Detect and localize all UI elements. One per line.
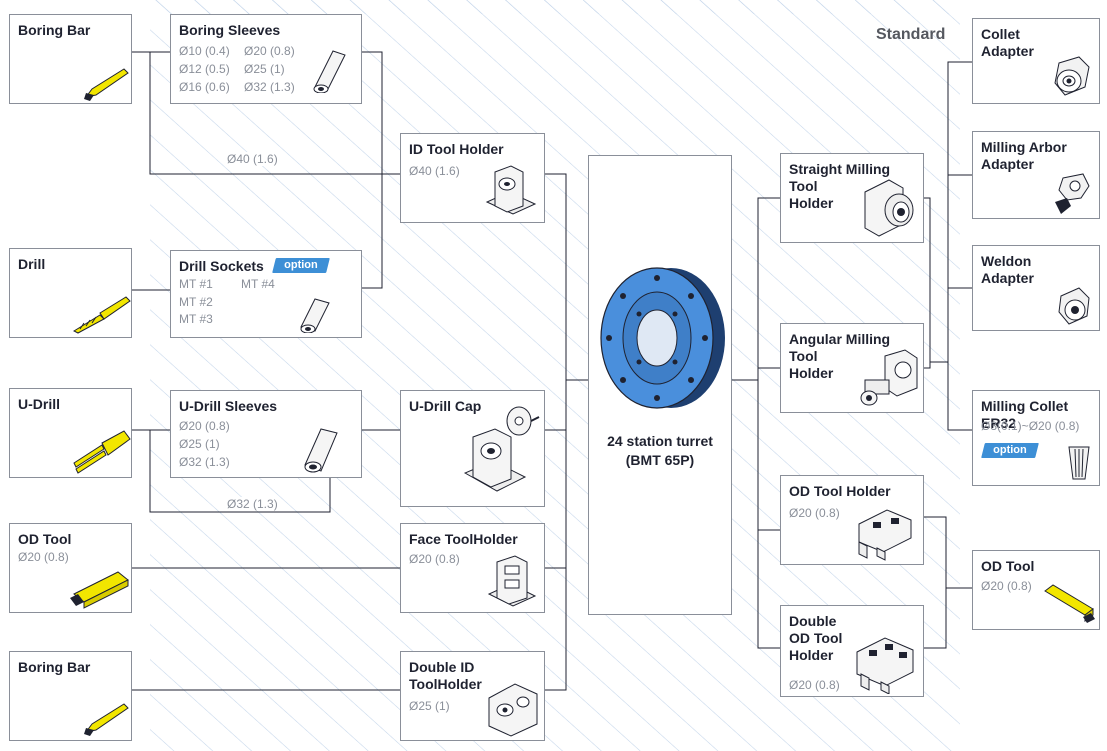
straight-milling-holder-box[interactable]: Straight Milling Tool Holder (780, 153, 924, 243)
face-tool-holder-title: Face ToolHolder (409, 531, 518, 547)
double-id-tool-holder-icon (488, 683, 538, 737)
milling-arbor-adapter-box[interactable]: Milling Arbor Adapter (972, 131, 1100, 219)
double-id-tool-holder-box[interactable]: Double ID ToolHolder Ø25 (1) (400, 651, 545, 741)
sleeve-size-4: Ø25 (1) (244, 62, 285, 76)
id-tool-holder-title: ID Tool Holder (409, 141, 504, 157)
u-drill-box[interactable]: U-Drill (9, 388, 132, 478)
straight-milling-icon (864, 179, 914, 237)
od-tool-box-right[interactable]: OD Tool Ø20 (0.8) (972, 550, 1100, 630)
double-od-tool-holder-box[interactable]: Double OD Tool Holder Ø20 (0.8) (780, 605, 924, 697)
socket-size-4: MT #3 (179, 312, 213, 326)
drill-title: Drill (18, 256, 46, 272)
u-sleeve-size-1: Ø20 (0.8) (179, 419, 230, 433)
drill-sockets-title: Drill Sockets (179, 258, 264, 274)
double-od-tool-holder-icon (856, 637, 914, 694)
double-id-tool-holder-title: Double ID ToolHolder (409, 659, 482, 692)
boring-bar-box-1[interactable]: Boring Bar (9, 14, 132, 104)
angular-milling-icon (860, 349, 918, 406)
face-tool-holder-size: Ø20 (0.8) (409, 552, 460, 566)
u-drill-sleeve-icon (304, 428, 338, 473)
u-sleeve-size-2: Ø25 (1) (179, 437, 220, 451)
option-badge-milling-collet: option (981, 443, 1039, 458)
id-tool-holder-box[interactable]: ID Tool Holder Ø40 (1.6) (400, 133, 545, 223)
standard-label: Standard (876, 26, 946, 43)
od-tool-holder-title: OD Tool Holder (789, 483, 891, 499)
socket-size-3: MT #2 (179, 295, 213, 309)
weldon-adapter-title: Weldon Adapter (981, 253, 1034, 286)
id-tool-holder-icon (485, 165, 537, 215)
id-tool-holder-size: Ø40 (1.6) (409, 164, 460, 178)
u-drill-cap-box[interactable]: U-Drill Cap (400, 390, 545, 507)
sleeve-size-3: Ø12 (0.5) (179, 62, 230, 76)
boring-sleeves-box[interactable]: Boring Sleeves Ø10 (0.4) Ø20 (0.8) Ø12 (… (170, 14, 362, 104)
drill-socket-icon (300, 298, 330, 333)
face-tool-holder-icon (487, 555, 537, 607)
sleeve-size-6: Ø32 (1.3) (244, 80, 295, 94)
od-tool-size-right: Ø20 (0.8) (981, 579, 1032, 593)
collet-adapter-title: Collet Adapter (981, 26, 1034, 59)
boring-sleeves-title: Boring Sleeves (179, 22, 281, 38)
sleeve-size-5: Ø16 (0.6) (179, 80, 230, 94)
socket-size-2: MT #4 (241, 277, 275, 291)
straight-milling-title: Straight Milling Tool Holder (789, 161, 891, 211)
milling-collet-size: Ø3(0.1)~Ø20 (0.8) (981, 419, 1080, 433)
angular-milling-title: Angular Milling Tool Holder (789, 331, 891, 381)
turret-title: 24 station turret (BMT 65P) (607, 433, 713, 468)
bypass-label-udrill: Ø32 (1.3) (227, 497, 278, 511)
face-tool-holder-box[interactable]: Face ToolHolder Ø20 (0.8) (400, 523, 545, 613)
boring-bar-title-2: Boring Bar (18, 659, 91, 675)
sleeve-size-1: Ø10 (0.4) (179, 44, 230, 58)
od-tool-box-left[interactable]: OD Tool Ø20 (0.8) (9, 523, 132, 613)
u-drill-icon (73, 430, 131, 474)
sleeve-size-2: Ø20 (0.8) (244, 44, 295, 58)
double-od-tool-holder-title: Double OD Tool Holder (789, 613, 843, 663)
weldon-adapter-box[interactable]: Weldon Adapter (972, 245, 1100, 331)
bypass-label-bar: Ø40 (1.6) (227, 152, 278, 166)
angular-milling-holder-box[interactable]: Angular Milling Tool Holder (780, 323, 924, 413)
option-badge-drill-sockets: option (272, 258, 330, 273)
collet-adapter-box[interactable]: Collet Adapter (972, 18, 1100, 104)
milling-arbor-icon (1055, 173, 1090, 214)
sleeve-icon (313, 50, 346, 93)
turret-box[interactable]: 24 station turret (BMT 65P) (588, 155, 732, 615)
milling-arbor-adapter-title: Milling Arbor Adapter (981, 139, 1067, 172)
u-drill-cap-icon (463, 406, 540, 492)
socket-size-1: MT #1 (179, 277, 213, 291)
u-drill-title: U-Drill (18, 396, 60, 412)
drill-sockets-box[interactable]: Drill Sockets option MT #1 MT #4 MT #2 M… (170, 250, 362, 338)
od-tool-icon-left (70, 571, 129, 609)
boring-bar-icon-2 (84, 703, 129, 736)
od-tool-holder-box[interactable]: OD Tool Holder Ø20 (0.8) (780, 475, 924, 565)
u-drill-sleeves-title: U-Drill Sleeves (179, 398, 278, 414)
od-tool-title-right: OD Tool (981, 558, 1035, 574)
u-sleeve-size-3: Ø32 (1.3) (179, 455, 230, 469)
weldon-adapter-icon (1058, 287, 1090, 325)
od-tool-size-left: Ø20 (0.8) (18, 550, 69, 564)
collet-adapter-icon (1054, 56, 1090, 96)
boring-bar-box-2[interactable]: Boring Bar (9, 651, 132, 741)
u-drill-sleeves-box[interactable]: U-Drill Sleeves Ø20 (0.8) Ø25 (1) Ø32 (1… (170, 390, 362, 478)
boring-bar-icon (84, 68, 129, 101)
double-od-tool-holder-size: Ø20 (0.8) (789, 678, 840, 692)
milling-collet-box[interactable]: Milling Collet ER32 Ø3(0.1)~Ø20 (0.8) op… (972, 390, 1100, 486)
od-tool-holder-icon (858, 509, 912, 561)
double-id-tool-holder-size: Ø25 (1) (409, 699, 450, 713)
od-tool-title-left: OD Tool (18, 531, 72, 547)
boring-bar-title: Boring Bar (18, 22, 91, 38)
u-drill-cap-title: U-Drill Cap (409, 398, 482, 414)
turret-icon (600, 267, 725, 409)
od-tool-holder-size: Ø20 (0.8) (789, 506, 840, 520)
milling-collet-icon (1068, 446, 1090, 480)
od-tool-icon-right (1044, 584, 1095, 623)
drill-box[interactable]: Drill (9, 248, 132, 338)
milling-collet-title: Milling Collet ER32 (981, 398, 1069, 431)
drill-icon (72, 296, 131, 334)
